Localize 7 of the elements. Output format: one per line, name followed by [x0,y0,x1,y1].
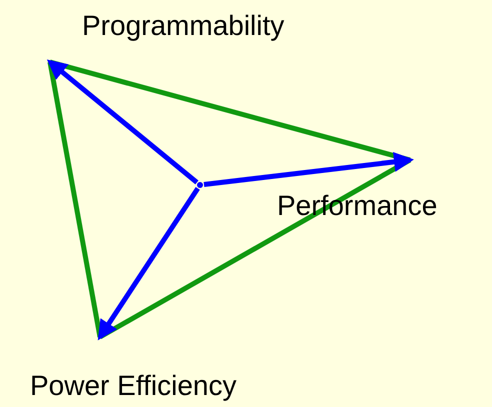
center-point [197,182,203,188]
axis-label: Programmability [82,12,284,40]
axis-arrow [98,186,200,340]
axis-label: Power Efficiency [30,372,236,400]
triangle-side [48,62,102,338]
axis-arrow [46,59,198,184]
axis-arrow [204,152,414,187]
